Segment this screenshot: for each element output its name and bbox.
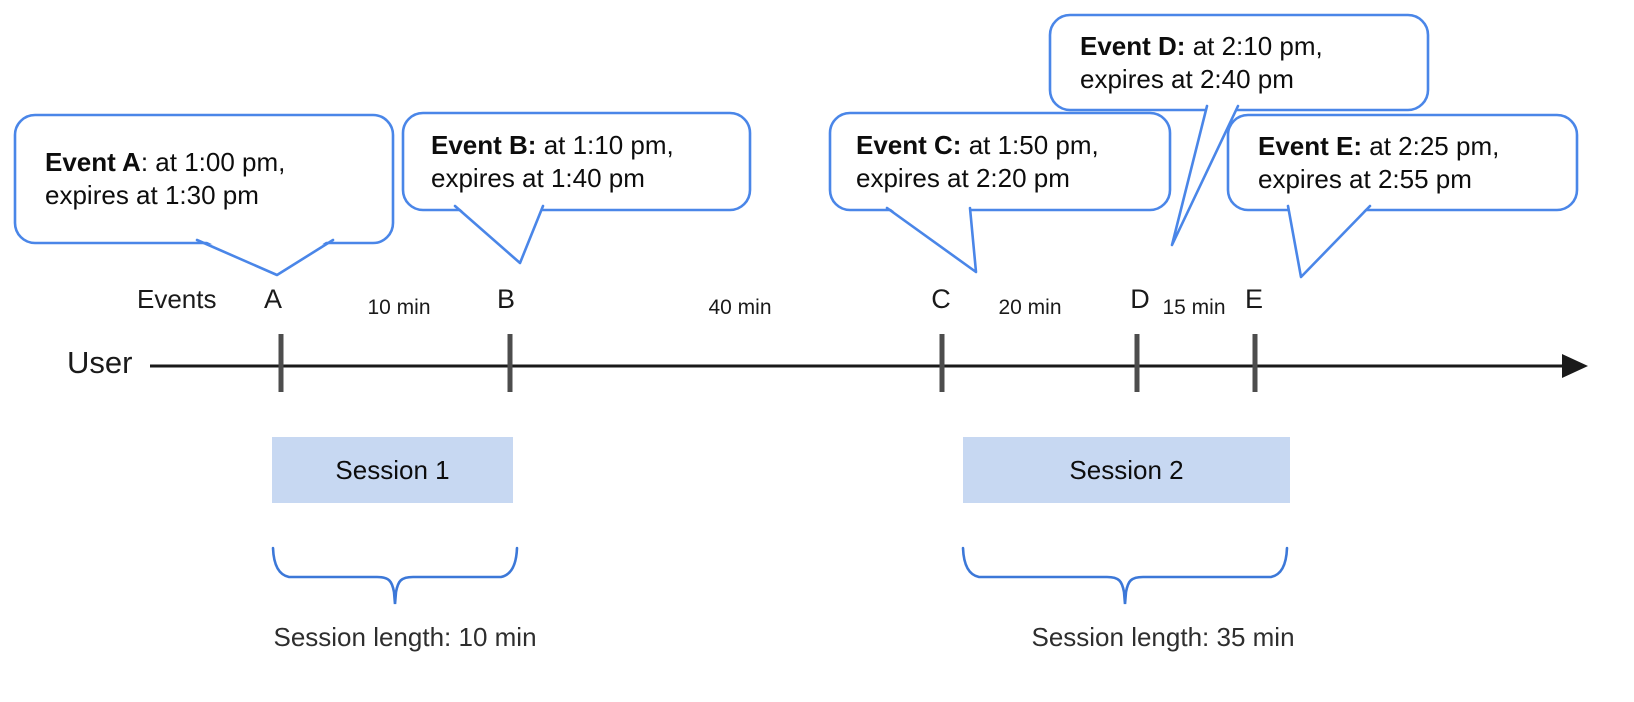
event-c-bubble-tail — [885, 206, 978, 274]
session-2-length-label: Session length: 35 min — [1031, 622, 1295, 652]
event-a-time: : at 1:00 pm, — [140, 147, 286, 177]
gap-label-a-b: 10 min — [367, 296, 431, 319]
event-letter-c: C — [931, 284, 951, 314]
user-row-label: User — [67, 345, 133, 380]
timeline-arrowhead — [1562, 354, 1588, 378]
event-e-bubble-tail-fill — [1288, 204, 1370, 277]
session-2-brace — [961, 546, 1289, 605]
event-a-bubble-tail-fill — [197, 237, 333, 275]
event-b-line1: Event B: at 1:10 pm, — [431, 129, 750, 162]
session-1-label: Session 1 — [335, 454, 450, 485]
gap-label-b-c: 40 min — [708, 296, 772, 319]
event-e-line2: expires at 2:55 pm — [1258, 163, 1472, 194]
event-b-time: at 1:10 pm, — [536, 129, 674, 160]
event-c-line1: Event C: at 1:50 pm, — [856, 129, 1170, 162]
event-d-title: Event D: — [1080, 30, 1186, 61]
event-e-bubble: Event E: at 2:25 pm, expires at 2:55 pm — [1228, 115, 1577, 210]
event-d-line1: Event D: at 2:10 pm, — [1080, 30, 1428, 63]
event-b-line2: expires at 1:40 pm — [431, 162, 645, 193]
gap-label-d-e: 15 min — [1162, 296, 1226, 319]
event-b-title: Event B: — [431, 129, 537, 160]
event-a-line2: expires at 1:30 pm — [45, 180, 259, 210]
event-e-time: at 2:25 pm, — [1362, 130, 1500, 161]
event-letter-e: E — [1244, 284, 1264, 314]
event-d-time: at 2:10 pm, — [1185, 30, 1323, 61]
event-b-bubble-shape — [401, 111, 752, 212]
event-a-bubble-tail — [195, 238, 335, 277]
session-1-box: Session 1 — [272, 437, 513, 503]
event-c-title: Event C: — [856, 129, 962, 160]
event-a-line1: Event A: at 1:00 pm, — [45, 146, 393, 179]
event-c-bubble: Event C: at 1:50 pm, expires at 2:20 pm — [830, 113, 1170, 210]
event-a-title: Event A — [45, 147, 141, 177]
event-a-bubble: Event A: at 1:00 pm, expires at 1:30 pm — [15, 115, 393, 243]
event-d-bubble-tail — [1170, 104, 1240, 247]
event-letter-d: D — [1130, 284, 1150, 314]
event-c-line2: expires at 2:20 pm — [856, 162, 1070, 193]
session-1-brace — [271, 546, 519, 605]
event-letter-a: A — [263, 284, 283, 314]
event-d-line2: expires at 2:40 pm — [1080, 63, 1294, 94]
event-b-bubble: Event B: at 1:10 pm, expires at 1:40 pm — [403, 113, 750, 210]
event-b-bubble-tail — [453, 204, 545, 265]
session-2-label: Session 2 — [1069, 454, 1184, 485]
event-letter-b: B — [496, 284, 516, 314]
event-e-title: Event E: — [1258, 130, 1363, 161]
event-d-bubble: Event D: at 2:10 pm, expires at 2:40 pm — [1050, 15, 1428, 110]
event-e-bubble-tail — [1286, 204, 1372, 279]
event-e-line1: Event E: at 2:25 pm, — [1258, 130, 1577, 163]
event-e-bubble-shape — [1226, 113, 1579, 212]
event-c-time: at 1:50 pm, — [961, 129, 1099, 160]
session-2-box: Session 2 — [963, 437, 1290, 503]
event-d-bubble-shape — [1048, 13, 1430, 112]
event-c-bubble-shape — [828, 111, 1172, 212]
event-b-bubble-tail-fill — [455, 204, 543, 263]
gap-label-c-d: 20 min — [998, 296, 1062, 319]
session-1-length-label: Session length: 10 min — [273, 622, 537, 652]
events-row-label: Events — [137, 284, 217, 314]
